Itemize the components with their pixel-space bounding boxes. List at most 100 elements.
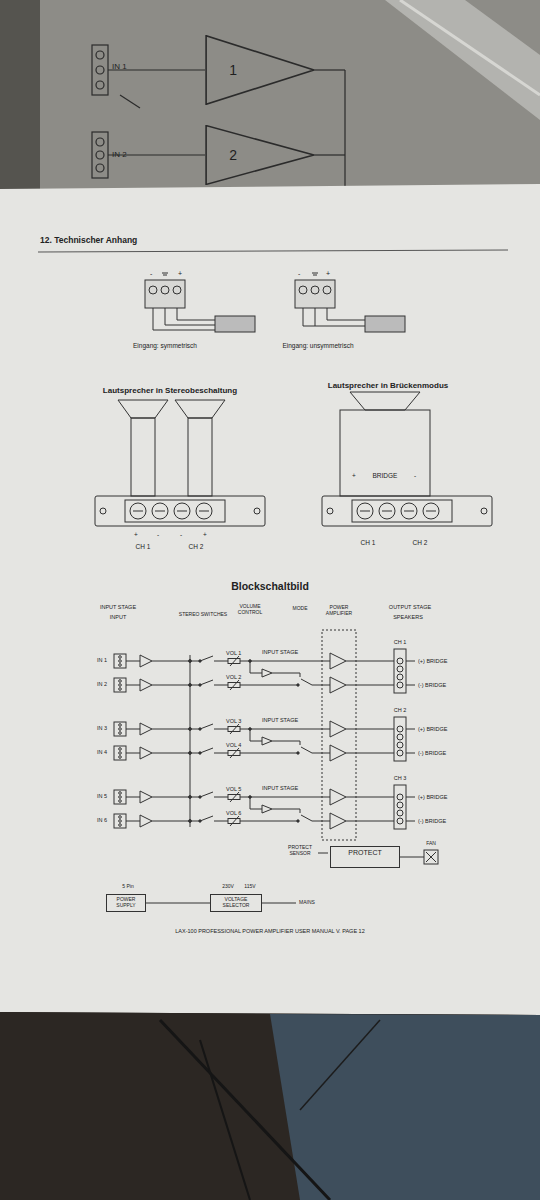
pin-dot [397, 674, 403, 680]
amp-symbol [140, 747, 152, 759]
wire-stroke [346, 661, 394, 662]
pin-dot [119, 748, 122, 751]
diagram-label: CH 3 [394, 775, 407, 781]
wire-stroke [126, 685, 140, 686]
pin-dot [189, 684, 192, 687]
drawing-stroke [96, 138, 104, 146]
pin-dot [119, 756, 122, 759]
wire-stroke [346, 729, 394, 730]
drawing-stroke [340, 410, 430, 496]
diagram-label: CH 1 [361, 539, 376, 546]
drawing-stroke [165, 308, 215, 325]
drawing-stroke [350, 392, 420, 410]
diagram-label: INPUT STAGE [262, 785, 298, 791]
wire-stroke [214, 661, 228, 662]
pin-dot [297, 752, 299, 754]
diagram-label: LAX-100 PROFESSIONAL POWER AMPLIFIER USE… [175, 928, 364, 934]
wire-stroke [312, 753, 330, 754]
diagram-label: (+) BRIDGE [418, 726, 448, 732]
drawing-stroke [312, 273, 318, 274]
drawing-stroke [318, 853, 328, 854]
pin-dot [397, 794, 403, 800]
drawing-stroke [382, 511, 392, 512]
amp-symbol [330, 789, 346, 805]
pin-dot [397, 658, 403, 664]
drawing-stroke [38, 250, 508, 252]
diagram-label: Eingang: symmetrisch [133, 342, 197, 349]
drawing-stroke [0, 1012, 540, 1200]
bottom-photo [0, 1012, 540, 1200]
drawing-stroke [313, 275, 317, 276]
diagram-label: IN 3 [97, 725, 107, 731]
background-photo [0, 0, 540, 192]
drawing-stroke [96, 164, 104, 172]
terminal-symbol [114, 790, 126, 804]
terminal-symbol [394, 649, 406, 693]
wire-stroke [230, 816, 239, 826]
pin-dot [397, 734, 403, 740]
wire-stroke [214, 797, 228, 798]
diagram-label: VOL 3 [226, 718, 241, 724]
wire-stroke [346, 821, 394, 822]
diagram-label: INPUT STAGE [100, 604, 136, 610]
diagram-label: IN 5 [97, 793, 107, 799]
diagram-label: + [326, 270, 330, 278]
drawing-stroke [299, 286, 307, 294]
drawing-stroke [145, 280, 185, 308]
diagram-label: SPEAKERS [393, 614, 423, 620]
drawing-stroke [311, 286, 319, 294]
drawing-stroke [365, 316, 405, 332]
pin-dot [189, 820, 192, 823]
function-box: PROTECT [330, 846, 400, 868]
diagram-label: + [352, 472, 356, 479]
terminal-symbol [394, 785, 406, 829]
wire-stroke [406, 797, 415, 798]
triangle-outline [205, 125, 315, 185]
amp-symbol [262, 737, 272, 745]
amplifier-triangle: 2 [205, 125, 315, 185]
wire-stroke [126, 821, 140, 822]
pin-dot [397, 666, 403, 672]
triangle-outline [206, 126, 314, 185]
diagram-label: Eingang: unsymmetrisch [282, 342, 353, 349]
amp-symbol [262, 805, 272, 813]
pin-dot [119, 728, 122, 731]
diagram-label: Lautsprecher in Brückenmodus [328, 381, 448, 390]
pin-dot [119, 752, 122, 755]
drawing-stroke [426, 852, 436, 862]
pin-dot [119, 724, 122, 727]
diagram-label: PROTECT SENSOR [284, 845, 316, 857]
drawing-stroke [153, 308, 215, 330]
drawing-stroke [315, 69, 345, 70]
diagram-label: OUTPUT STAGE [389, 604, 431, 610]
drawing-stroke [426, 852, 436, 862]
wire-stroke [240, 685, 298, 686]
wire-stroke [152, 661, 200, 662]
pin-dot [119, 688, 122, 691]
diagram-label: VOL 5 [226, 786, 241, 792]
paper-drawing [38, 250, 508, 903]
drawing-stroke [161, 286, 169, 294]
diagram-label: MAINS [299, 900, 315, 906]
drawing-stroke [327, 308, 365, 320]
diagram-label: - [298, 270, 300, 278]
wire-stroke [250, 809, 262, 810]
drawing-stroke [177, 308, 215, 320]
terminal-symbol [114, 746, 126, 760]
amp-symbol [330, 653, 346, 669]
pin-dot [119, 680, 122, 683]
pin-dot [397, 682, 403, 688]
diagram-label: FAN [426, 841, 436, 847]
diagram-label: STEREO SWITCHES [179, 612, 227, 618]
wire-stroke [152, 685, 200, 686]
drawing-stroke [404, 511, 414, 512]
pin-dot [119, 656, 122, 659]
drawing-stroke [323, 286, 331, 294]
wire-stroke [240, 753, 298, 754]
drawing-stroke [400, 0, 540, 95]
pin-dot [119, 684, 122, 687]
terminal-symbol [394, 717, 406, 761]
